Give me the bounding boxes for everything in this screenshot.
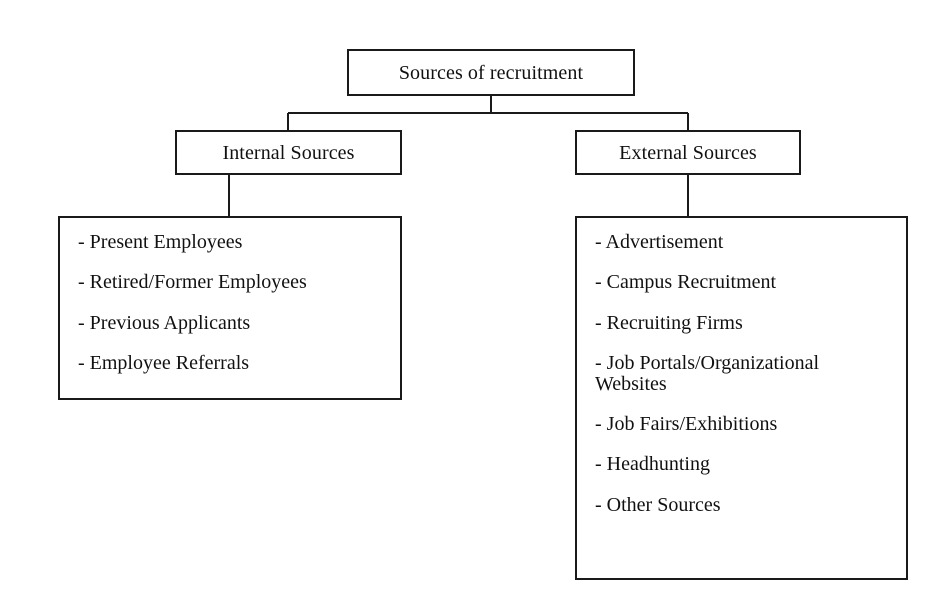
list-item: - Job Portals/Organizational Websites: [595, 352, 820, 395]
list-item: - Employee Referrals: [78, 352, 250, 375]
external-sources-list: - Advertisement - Campus Recruitment - R…: [595, 231, 888, 516]
root-node-sources-of-recruitment: Sources of recruitment: [347, 49, 635, 96]
list-item: - Job Fairs/Exhibitions: [595, 412, 778, 435]
internal-sources-list-box: - Present Employees - Retired/Former Emp…: [58, 216, 402, 400]
list-item: - Headhunting: [595, 453, 710, 476]
list-item: - Present Employees: [78, 231, 243, 253]
list-item: - Retired/Former Employees: [78, 271, 307, 294]
list-item: - Other Sources: [595, 493, 721, 516]
list-item: - Advertisement: [595, 231, 724, 253]
branch-node-external-sources: External Sources: [575, 130, 801, 175]
external-sources-list-box: - Advertisement - Campus Recruitment - R…: [575, 216, 908, 580]
internal-sources-list: - Present Employees - Retired/Former Emp…: [78, 232, 382, 374]
list-item: - Previous Applicants: [78, 311, 251, 334]
branch-node-label-internal: Internal Sources: [222, 141, 355, 164]
root-node-label: Sources of recruitment: [398, 61, 584, 84]
list-item: - Campus Recruitment: [595, 271, 777, 294]
branch-node-internal-sources: Internal Sources: [175, 130, 402, 175]
branch-node-label-external: External Sources: [619, 141, 757, 164]
list-item: - Recruiting Firms: [595, 311, 743, 334]
